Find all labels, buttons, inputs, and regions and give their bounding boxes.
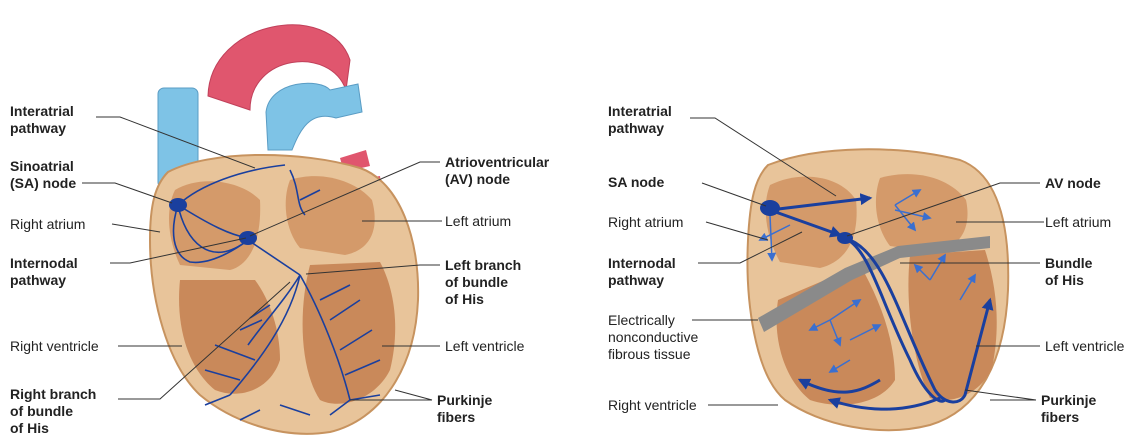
label-interatrial-pathway-right: Interatrial pathway — [608, 103, 672, 137]
label-sa-node-right: SA node — [608, 174, 664, 191]
label-interatrial-pathway-left: Interatrial pathway — [10, 103, 74, 137]
sa-node-right — [760, 200, 780, 216]
right-atrium-chamber-right — [766, 177, 857, 268]
label-right-branch-left: Right branch of bundle of His — [10, 386, 96, 437]
label-internodal-pathway-right: Internodal pathway — [608, 255, 676, 289]
label-left-branch-left: Left branch of bundle of His — [445, 257, 521, 308]
sa-node — [169, 198, 187, 212]
label-right-ventricle-right: Right ventricle — [608, 397, 697, 414]
label-purkinje-left: Purkinje fibers — [437, 392, 492, 426]
label-sa-node-left: Sinoatrial (SA) node — [10, 158, 76, 192]
label-left-ventricle-left: Left ventricle — [445, 338, 524, 355]
left-ventricle-chamber — [303, 262, 396, 404]
label-av-node-right: AV node — [1045, 175, 1101, 192]
label-bundle-of-his-right: Bundle of His — [1045, 255, 1092, 289]
av-node-right — [837, 232, 853, 244]
label-left-ventricle-right: Left ventricle — [1045, 338, 1124, 355]
label-right-atrium-left: Right atrium — [10, 216, 85, 233]
label-left-atrium-left: Left atrium — [445, 213, 511, 230]
av-node — [239, 231, 257, 245]
label-av-node-left: Atrioventricular (AV) node — [445, 154, 549, 188]
label-right-atrium-right: Right atrium — [608, 214, 683, 231]
label-purkinje-right: Purkinje fibers — [1041, 392, 1096, 426]
label-left-atrium-right: Left atrium — [1045, 214, 1111, 231]
label-right-ventricle-left: Right ventricle — [10, 338, 99, 355]
label-internodal-pathway-left: Internodal pathway — [10, 255, 78, 289]
right-heart-illustration — [747, 149, 1008, 430]
label-fibrous-tissue-right: Electrically nonconductive fibrous tissu… — [608, 312, 698, 363]
pulmonary-trunk — [266, 83, 362, 150]
